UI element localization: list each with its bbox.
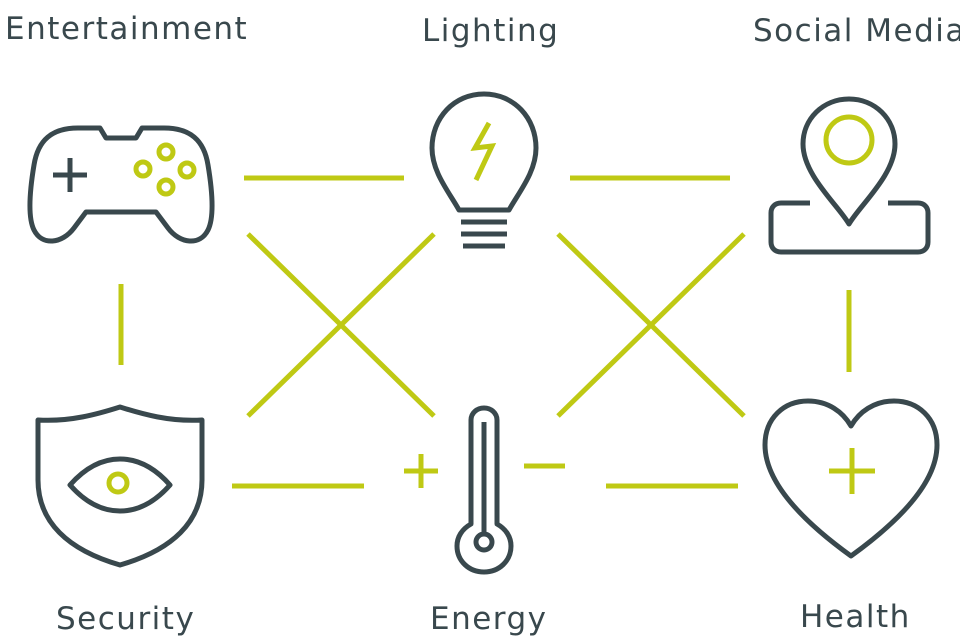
label-security: Security	[56, 601, 196, 637]
label-energy: Energy	[430, 601, 548, 637]
label-entertainment: Entertainment	[5, 11, 249, 47]
thermometer-icon	[404, 405, 565, 575]
heart-plus-icon	[762, 398, 940, 559]
label-health: Health	[800, 599, 911, 635]
label-lighting: Lighting	[422, 13, 560, 49]
location-pin-icon	[768, 96, 931, 255]
label-social-media: Social Media	[753, 13, 960, 49]
connector-social-media-energy	[556, 232, 746, 418]
shield-eye-icon	[35, 404, 205, 568]
light-bulb-icon	[429, 91, 539, 249]
game-controller-icon	[27, 125, 215, 244]
connector-lighting-security	[246, 232, 436, 418]
connector-lines	[118, 175, 852, 489]
